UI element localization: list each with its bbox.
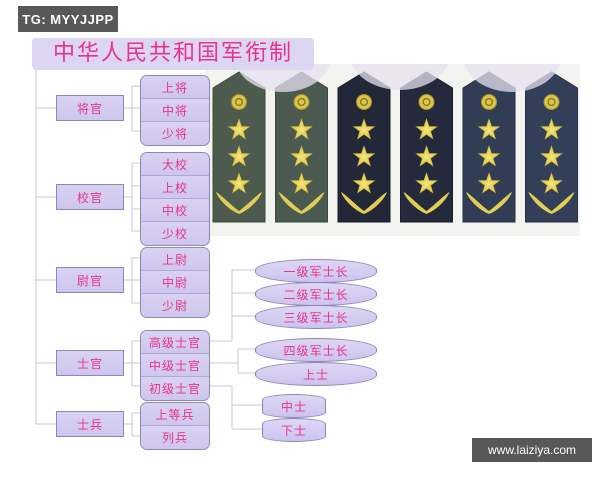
detail-ellipse-nco-3[interactable]: 三级军士长	[255, 305, 377, 329]
rank-label: 上等兵	[155, 407, 195, 422]
rank-group-shiguan: 高级士官 中级士官 初级士官	[140, 330, 210, 401]
rank-label: 高级士官	[148, 335, 201, 350]
epaulette-army	[212, 71, 266, 223]
category-box-xiaoguan[interactable]: 校官	[56, 184, 124, 210]
rank-label: 上将	[161, 80, 188, 95]
rank-box[interactable]: 高级士官	[141, 331, 209, 354]
category-label: 士官	[76, 356, 103, 371]
rank-box[interactable]: 初级士官	[141, 377, 209, 400]
rank-box[interactable]: 少校	[141, 222, 209, 245]
detail-ellipse-shangshi[interactable]: 上士	[255, 362, 377, 386]
rank-label: 中将	[161, 103, 188, 118]
detail-label: 中士	[280, 399, 307, 414]
rank-box[interactable]: 中级士官	[141, 354, 209, 377]
rank-box[interactable]: 上校	[141, 176, 209, 199]
rank-label: 少将	[161, 127, 188, 141]
detail-label: 上士	[302, 367, 329, 382]
detail-ellipse-nco-2[interactable]: 二级军士长	[255, 282, 377, 306]
rank-box[interactable]: 上尉	[141, 248, 209, 271]
telegram-watermark: TG: MYYJJPP	[18, 6, 118, 32]
detail-label: 下士	[280, 423, 307, 438]
rank-group-shibing: 上等兵 列兵	[140, 402, 210, 450]
detail-label: 三级军士长	[283, 310, 349, 325]
rank-box[interactable]: 列兵	[141, 426, 209, 449]
rank-group-xiaoguan: 大校 上校 中校 少校	[140, 152, 210, 246]
rank-label: 初级士官	[148, 382, 201, 396]
rank-label: 列兵	[161, 431, 188, 445]
rank-box[interactable]: 中将	[141, 99, 209, 122]
epaulette-army	[275, 71, 328, 223]
epaulette-navy	[400, 71, 453, 223]
rank-label: 中尉	[161, 275, 188, 290]
detail-label: 二级军士长	[283, 287, 349, 302]
category-label: 将官	[76, 101, 103, 116]
epaulette-photo	[205, 64, 580, 236]
category-box-weiguan[interactable]: 尉官	[56, 267, 124, 293]
detail-label: 一级军士长	[283, 264, 349, 279]
rank-label: 大校	[161, 157, 188, 172]
detail-ellipse-zhongshi[interactable]: 中士	[262, 394, 326, 418]
rank-label: 少校	[161, 227, 188, 241]
detail-label: 四级军士长	[283, 343, 349, 358]
rank-box[interactable]: 上将	[141, 76, 209, 99]
rank-label: 少尉	[161, 299, 188, 313]
epaulette-boards	[212, 71, 578, 223]
category-label: 校官	[76, 190, 103, 205]
rank-box[interactable]: 中校	[141, 199, 209, 222]
detail-ellipse-nco-4[interactable]: 四级军士长	[255, 338, 377, 362]
category-label: 士兵	[76, 417, 103, 432]
site-watermark: www.laiziya.com	[472, 438, 592, 462]
rank-box[interactable]: 少尉	[141, 294, 209, 317]
epaulette-navy	[337, 71, 391, 223]
page-title-text: 中华人民共和国军衔制	[52, 41, 293, 66]
rank-label: 上校	[161, 180, 188, 195]
rank-label: 中级士官	[148, 358, 201, 373]
rank-box[interactable]: 少将	[141, 122, 209, 145]
rank-group-weiguan: 上尉 中尉 少尉	[140, 247, 210, 318]
rank-label: 中校	[161, 203, 188, 218]
category-box-shibing[interactable]: 士兵	[56, 411, 124, 437]
rank-box[interactable]: 上等兵	[141, 403, 209, 426]
rank-group-jiangguan: 上将 中将 少将	[140, 75, 210, 146]
rank-box[interactable]: 中尉	[141, 271, 209, 294]
epaulette-air-force	[462, 71, 516, 223]
rank-box[interactable]: 大校	[141, 153, 209, 176]
detail-ellipse-xiashi[interactable]: 下士	[262, 418, 326, 442]
category-box-jiangguan[interactable]: 将官	[56, 95, 124, 121]
page-title: 中华人民共和国军衔制	[32, 38, 314, 70]
category-label: 尉官	[76, 273, 103, 288]
category-box-shiguan[interactable]: 士官	[56, 350, 124, 376]
rank-label: 上尉	[161, 252, 188, 267]
detail-ellipse-nco-1[interactable]: 一级军士长	[255, 259, 377, 283]
